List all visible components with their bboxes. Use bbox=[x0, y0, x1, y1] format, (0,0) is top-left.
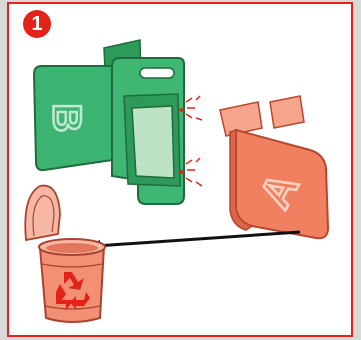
part-b-slot bbox=[139, 67, 175, 79]
part-b-letter: B bbox=[44, 104, 88, 133]
part-a-tab bbox=[219, 101, 263, 137]
part-a-edge bbox=[229, 128, 254, 231]
part-a: A bbox=[219, 95, 330, 240]
bin-body bbox=[38, 244, 106, 323]
arrow-left-icon bbox=[86, 230, 301, 253]
trash-can-icon bbox=[24, 184, 106, 323]
part-a-tab-2 bbox=[269, 95, 305, 129]
part-b-window bbox=[131, 105, 175, 179]
recycle-icon bbox=[56, 272, 90, 310]
snap-marks bbox=[185, 95, 203, 187]
step-number-badge: 1 bbox=[23, 10, 51, 38]
snap-arrows bbox=[178, 107, 184, 175]
part-b: B bbox=[32, 39, 185, 205]
bin-lid bbox=[24, 184, 61, 242]
